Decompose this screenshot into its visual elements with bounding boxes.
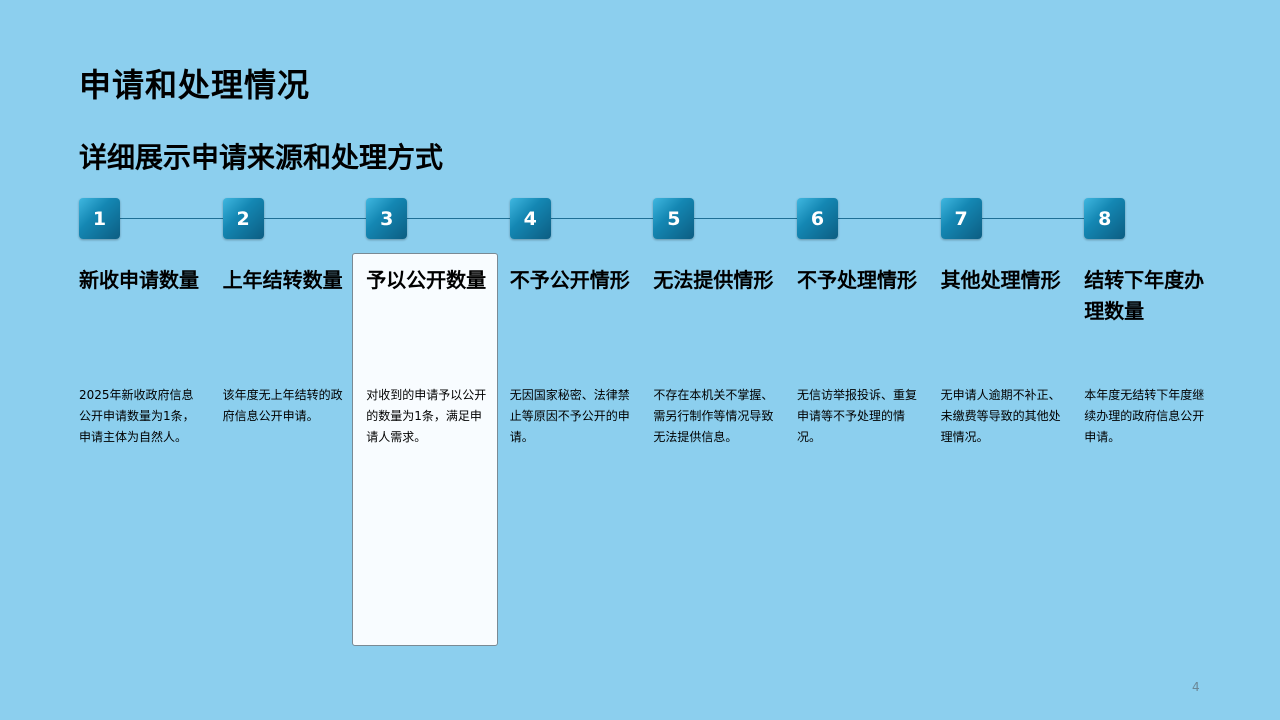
step-heading: 其他处理情形 [940,268,1061,292]
step-heading: 不予处理情形 [797,268,917,292]
slide-title: 申请和处理情况 [79,66,311,104]
step-number-badge: 6 [797,198,838,239]
timeline-step: 1 新收申请数量 2025年新收政府信息公开申请数量为1条，申请主体为自然人。 [79,198,204,448]
step-number-badge: 8 [1084,198,1126,239]
timeline-step: 6 不予处理情形 无信访举报投诉、重复申请等不予处理的情况。 [797,198,922,448]
step-number-badge: 1 [79,198,120,239]
timeline-connector [100,218,1104,219]
highlight-card [352,253,498,646]
step-number-badge: 5 [653,198,695,239]
step-description: 无因国家秘密、法律禁止等原因不予公开的申请。 [509,388,630,444]
step-description: 不存在本机关不掌握、需另行制作等情况导致无法提供信息。 [653,388,774,444]
step-number-badge: 3 [366,198,408,239]
step-heading: 结转下年度办理数量 [1084,268,1205,323]
step-heading: 新收申请数量 [79,268,199,292]
timeline-step: 7 其他处理情形 无申请人逾期不补正、未缴费等导致的其他处理情况。 [940,198,1066,448]
step-heading: 不予公开情形 [509,268,630,292]
step-description: 本年度无结转下年度继续办理的政府信息公开申请。 [1084,388,1205,444]
page-number: 4 [1192,680,1200,694]
timeline-step: 4 不予公开情形 无因国家秘密、法律禁止等原因不予公开的申请。 [509,198,635,448]
slide-subtitle: 详细展示申请来源和处理方式 [79,141,444,174]
step-heading: 无法提供情形 [653,268,774,292]
step-heading: 上年结转数量 [222,268,343,292]
step-description: 2025年新收政府信息公开申请数量为1条，申请主体为自然人。 [79,388,195,444]
step-description: 该年度无上年结转的政府信息公开申请。 [222,388,343,423]
step-number-badge: 2 [222,198,264,239]
timeline-step: 3 予以公开数量 对收到的申请予以公开的数量为1条，满足申请人需求。 [366,198,491,448]
step-number-badge: 7 [940,198,982,239]
timeline-step: 5 无法提供情形 不存在本机关不掌握、需另行制作等情况导致无法提供信息。 [653,198,778,448]
step-description: 无信访举报投诉、重复申请等不予处理的情况。 [797,388,918,444]
step-number-badge: 4 [509,198,551,239]
step-description: 对收到的申请予以公开的数量为1条，满足申请人需求。 [366,388,487,444]
timeline-step: 2 上年结转数量 该年度无上年结转的政府信息公开申请。 [222,198,348,427]
step-heading: 予以公开数量 [366,268,487,292]
step-description: 无申请人逾期不补正、未缴费等导致的其他处理情况。 [940,388,1061,444]
timeline-step: 8 结转下年度办理数量 本年度无结转下年度继续办理的政府信息公开申请。 [1084,198,1209,448]
